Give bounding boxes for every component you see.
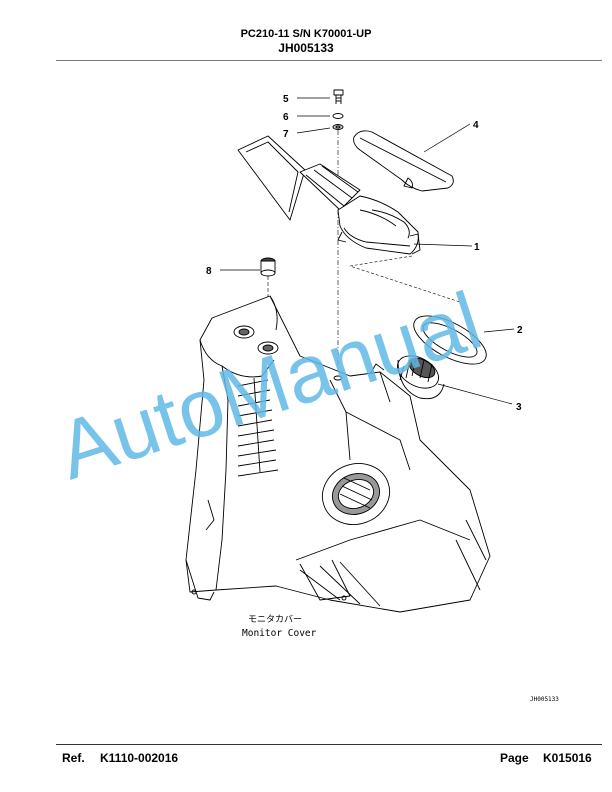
ref-value: K1110-002016 <box>100 751 179 765</box>
footer-divider <box>56 744 602 745</box>
model-serial-title: PC210-11 S/N K70001-UP <box>240 28 372 40</box>
washer-part <box>332 113 344 119</box>
grommet-part <box>260 257 276 340</box>
bolt-part <box>333 89 344 104</box>
page-header: PC210-11 S/N K70001-UP JH005133 <box>0 28 612 55</box>
monitor-cover-body <box>185 295 491 613</box>
speaker-part <box>397 355 445 400</box>
callout-7: 7 <box>283 129 289 140</box>
nut-part <box>332 124 344 130</box>
gasket-ring-part <box>413 315 487 365</box>
caption-english: Monitor Cover <box>242 628 317 639</box>
caption-japanese: モニタカバー <box>248 614 302 625</box>
figure-id: JH005133 <box>530 696 559 703</box>
page-label: Page <box>500 751 529 765</box>
callout-leaders <box>220 97 515 405</box>
callout-8: 8 <box>206 266 212 277</box>
callout-1: 1 <box>474 242 480 253</box>
cover-part <box>353 130 454 192</box>
document-code: JH005133 <box>278 41 334 55</box>
callout-3: 3 <box>516 402 522 413</box>
ref-label: Ref. <box>62 751 85 765</box>
callout-2: 2 <box>517 325 523 336</box>
callout-4: 4 <box>473 120 479 131</box>
page-value: K015016 <box>543 751 592 765</box>
callout-6: 6 <box>283 112 289 123</box>
callout-5: 5 <box>283 94 289 105</box>
header-divider <box>56 60 602 61</box>
bracket-part <box>237 135 421 255</box>
